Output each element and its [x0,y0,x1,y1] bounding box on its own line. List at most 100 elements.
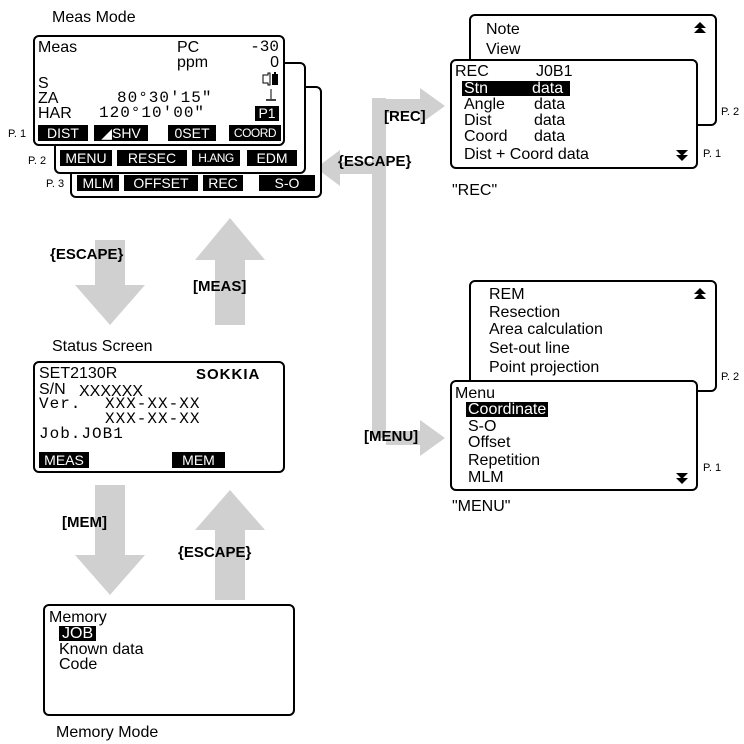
za-label: ZA [38,90,59,107]
arrow-escape-left [316,150,372,186]
rec-back-item-view[interactable]: View [486,41,521,58]
rec-title: REC [455,63,489,80]
rec-row-angle-label[interactable]: Angle [464,96,505,113]
arrow-menu-right [386,420,445,456]
rec-row-dist-coord[interactable]: Dist + Coord data [464,146,589,163]
menu-back-item-resection[interactable]: Resection [489,304,561,321]
cmd-rec: [REC] [384,108,426,125]
cmd-escape-down: {ESCAPE} [50,246,124,263]
s-label: S [38,75,49,92]
rec-page-label-p1: P. 1 [703,148,722,160]
meas-screen-p1: Meas PC -30 ppm 0 S ZA 80°30'15" HAR 120… [33,35,285,146]
caption-rec: "REC" [452,182,498,199]
arrow-escape-down [75,240,145,325]
softkey-meas[interactable]: MEAS [39,452,89,468]
cmd-mem-down: [MEM] [62,514,107,531]
ppm-label: ppm [177,54,209,71]
memory-screen: Memory JOB Known data Code [43,604,295,716]
connector-vertical [372,98,386,438]
rec-row-stn[interactable]: Stn data [462,80,570,97]
arrow-mem-down [75,485,145,595]
menu-scroll-up-icon [694,288,706,303]
cmd-escape-up: {ESCAPE} [178,544,252,561]
scroll-up-icon [694,22,706,37]
memory-item-job[interactable]: JOB [59,626,97,642]
har-label: HAR [38,105,72,122]
pc-value: -30 [250,38,279,56]
rec-row-stn-value: data [532,80,564,97]
menu-item-coordinate[interactable]: Coordinate [466,401,549,418]
rec-job: J0B1 [536,63,573,80]
menu-back-item-area[interactable]: Area calculation [489,321,603,338]
menu-item-mlm[interactable]: MLM [468,469,504,486]
menu-back-item-rem[interactable]: REM [489,286,525,303]
rec-row-stn-label: Stn [464,80,489,97]
cmd-meas-up: [MEAS] [193,278,247,295]
meas-title: Meas [38,39,78,56]
softkey-coord[interactable]: COORD [229,125,281,141]
rec-row-coord-value: data [534,128,566,145]
menu-back-item-projection[interactable]: Point projection [489,359,600,376]
rec-row-angle-value: data [534,96,566,113]
memory-item-code[interactable]: Code [59,656,98,673]
softkey-edm[interactable]: EDM [247,150,297,166]
rec-row-coord-label[interactable]: Coord [464,128,508,145]
rec-page-label-p2: P. 2 [721,106,740,118]
rec-row-dist-value: data [534,112,566,129]
scroll-down-icon [676,150,688,165]
status-ver-label: Ver. [39,395,82,413]
status-brand: SOKKIA [196,366,261,383]
har-value: 120°10'00" [99,104,206,122]
status-ver-line2: XXX-XX-XX [105,410,201,428]
menu-screen-p2: REM Resection Area calculation Set-out l… [469,280,717,392]
softkey-mlm[interactable]: MLM [77,175,119,191]
memory-title: Memory [49,609,107,626]
cmd-escape-left: {ESCAPE} [338,153,412,170]
ppm-value: 0 [270,54,279,71]
pc-label: PC [177,39,200,56]
rec-screen-p1: REC J0B1 Stn data Angle data Dist data C… [450,59,698,169]
caption-memory-mode: Memory Mode [56,724,159,741]
softkey-rec[interactable]: REC [203,175,243,191]
status-model: SET2130R [39,365,118,382]
za-value: 80°30'15" [117,89,213,107]
arrow-meas-up [195,218,265,325]
menu-scroll-down-icon [676,473,688,488]
page-label-p3: P. 3 [46,178,65,190]
softkey-resec[interactable]: RESEC [117,150,187,166]
menu-item-repetition[interactable]: Repetition [468,452,541,469]
cmd-menu: [MENU] [364,428,419,445]
softkey-mem[interactable]: MEM [172,452,225,468]
softkey-s-o[interactable]: S-O [259,175,315,191]
softkey-shv[interactable]: ◢SHV [94,125,148,141]
page-label-p1: P. 1 [8,128,27,140]
arrow-rec-right [386,88,445,124]
menu-back-item-setout[interactable]: Set-out line [489,340,570,357]
caption-status-screen: Status Screen [52,338,153,355]
softkey-h-ang[interactable]: H.ANG [192,150,240,166]
caption-meas-mode: Meas Mode [52,9,136,26]
status-ver-line1: XXX-XX-XX [105,395,201,413]
rec-back-item-note[interactable]: Note [486,21,520,38]
menu-page-label-p1: P. 1 [703,462,722,474]
softkey-dist[interactable]: DIST [38,125,88,141]
arrow-escape-up [195,490,265,600]
battery-icon [262,72,280,91]
memory-item-known-data[interactable]: Known data [59,641,144,658]
softkey-menu[interactable]: MENU [60,150,112,166]
caption-menu: "MENU" [452,498,511,515]
softkey-0set[interactable]: 0SET [168,125,216,141]
menu-screen-p1: Menu Coordinate S-O Offset Repetition ML… [450,380,698,491]
menu-item-s-o[interactable]: S-O [468,418,497,435]
rec-row-dist-label[interactable]: Dist [464,112,492,129]
menu-item-offset[interactable]: Offset [468,434,511,451]
tilt-icon [265,88,277,106]
page-label-p2: P. 2 [28,155,47,167]
status-sn-label: S/N [39,381,66,398]
status-job: Job.JOB1 [39,425,124,443]
page-tag-p1: P1 [255,106,279,121]
status-screen: SET2130R SOKKIA S/N XXXXXX Ver. XXX-XX-X… [33,361,285,473]
status-sn-value: XXXXXX [79,383,144,400]
menu-title: Menu [455,385,496,402]
softkey-offset[interactable]: OFFSET [124,175,198,191]
